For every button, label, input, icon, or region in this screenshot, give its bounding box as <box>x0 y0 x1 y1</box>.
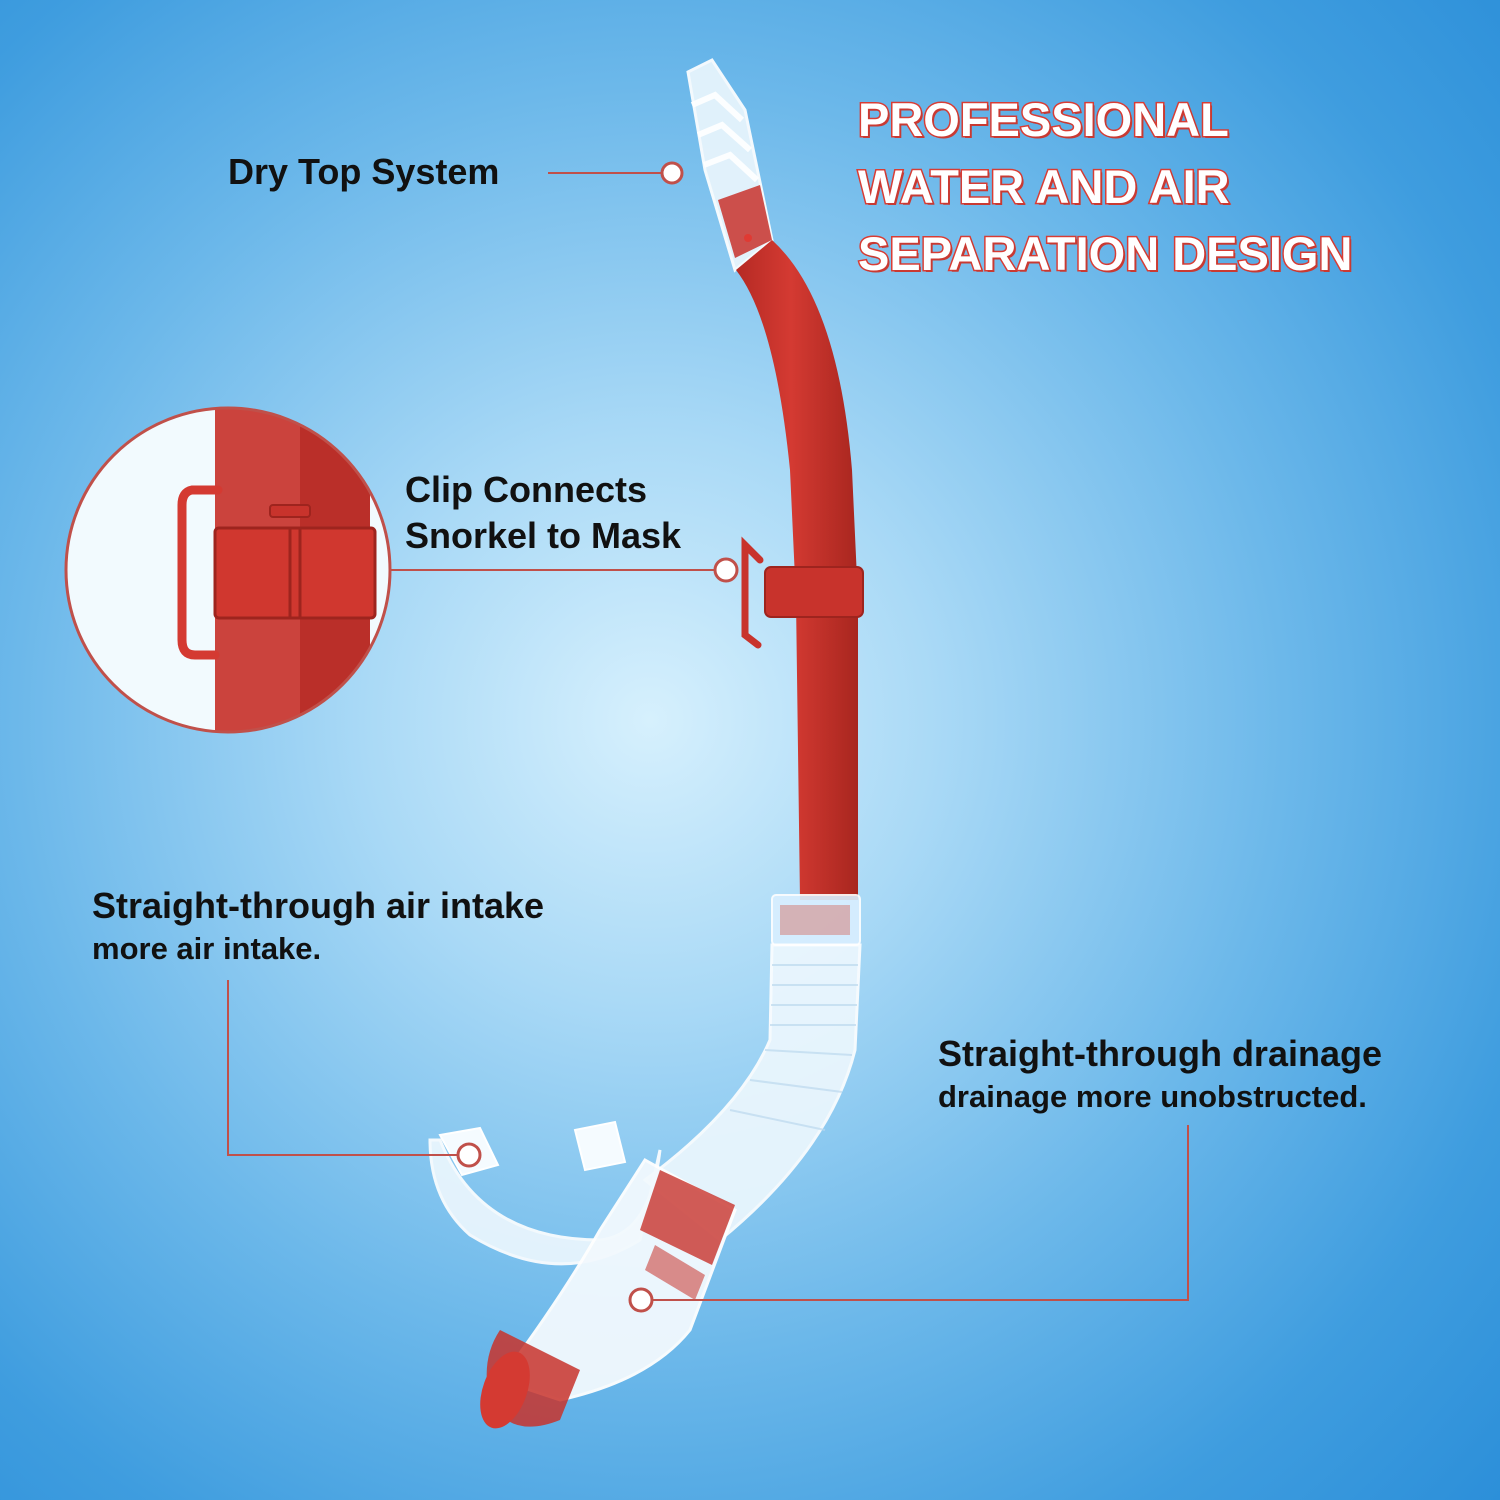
mask-clip <box>741 536 864 649</box>
clip-label-line-2: Snorkel to Mask <box>405 515 682 556</box>
headline-line-2: WATER AND AIR <box>856 159 1231 215</box>
dry-top-label: Dry Top System <box>228 152 499 192</box>
air-intake-label: Straight-through air intake more air int… <box>92 886 544 972</box>
clip-callout-dot <box>713 557 739 583</box>
clip-zoom-magnifier <box>64 406 392 734</box>
clip-label-line-1: Clip Connects <box>405 469 648 510</box>
air-intake-callout-dot <box>456 1142 482 1168</box>
clip-label: Clip Connects Snorkel to Mask <box>405 467 681 559</box>
dry-top-callout-dot <box>660 161 684 185</box>
callout-dots <box>456 161 739 1313</box>
mouthpiece <box>428 1120 662 1266</box>
air-intake-subtitle: more air intake. <box>92 931 322 966</box>
drainage-label: Straight-through drainage drainage more … <box>938 1034 1382 1120</box>
drainage-subtitle: drainage more unobstructed. <box>938 1079 1367 1114</box>
dry-top-title: Dry Top System <box>228 151 500 192</box>
drainage-callout-dot <box>628 1287 654 1313</box>
callout-lines <box>227 172 1189 1301</box>
air-intake-title: Straight-through air intake <box>92 885 545 926</box>
dry-top-valve <box>686 58 774 273</box>
headline-line-1: PROFESSIONAL <box>856 92 1230 148</box>
headline-line-3: SEPARATION DESIGN <box>856 226 1353 282</box>
flex-hose <box>642 894 862 1242</box>
headline: PROFESSIONAL WATER AND AIR SEPARATION DE… <box>856 86 1353 287</box>
drainage-title: Straight-through drainage <box>938 1033 1382 1074</box>
purge-valve-body <box>480 1158 737 1429</box>
